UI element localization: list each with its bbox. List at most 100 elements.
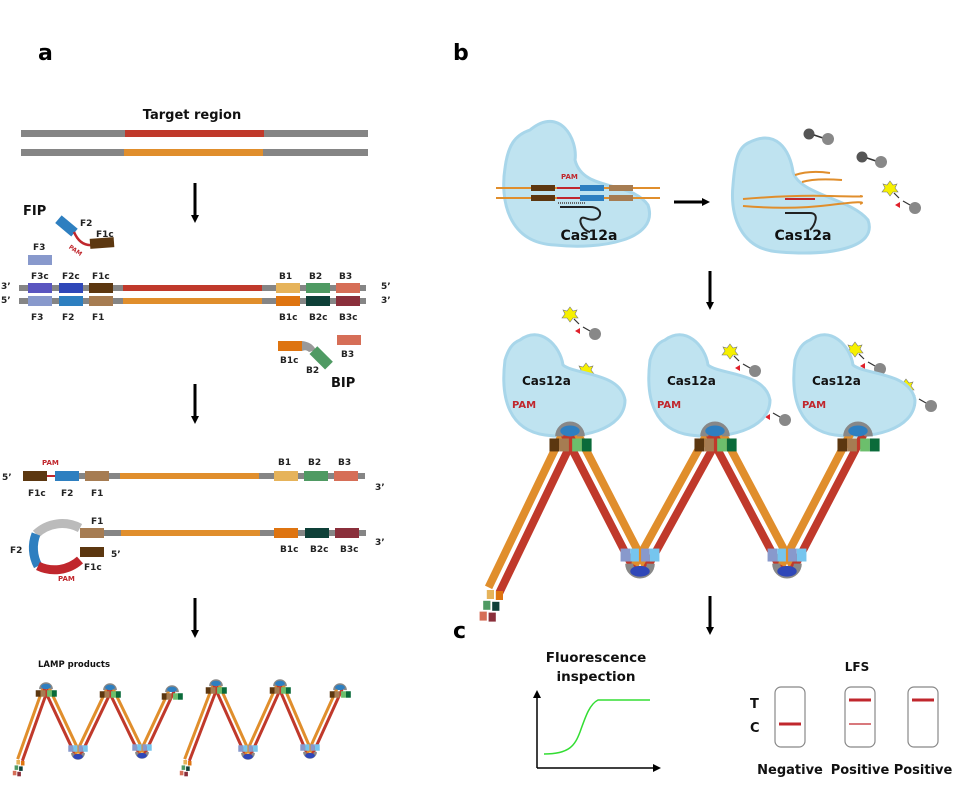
strand-red: [788, 432, 867, 573]
f1-block: [274, 687, 280, 694]
lamp-products-concatemers: [12, 679, 351, 777]
strand-red: [641, 432, 724, 573]
strand-red: [212, 684, 248, 757]
cleavage-site-icon: [575, 328, 580, 334]
b1-block: [274, 471, 298, 481]
bip-b2-block: [309, 346, 333, 370]
site-f2c: [59, 283, 83, 293]
cas12a-label: Cas12a: [667, 374, 716, 388]
cas12a-protein: [792, 333, 917, 438]
b1-block: [173, 693, 178, 700]
b2-block: [285, 687, 291, 694]
site-b3c: [336, 296, 360, 306]
fip-f2-label: F2: [80, 219, 92, 229]
site-b1c: [276, 296, 300, 306]
cleavage-site-icon: [860, 363, 865, 369]
bip-b3-block: [337, 335, 361, 345]
end-label: 5’: [1, 296, 11, 306]
quencher-icon: [875, 156, 887, 168]
pam-label: PAM: [561, 173, 578, 181]
reporter-linker: [772, 412, 781, 418]
f1c-block: [99, 691, 105, 698]
strand-red: [706, 432, 786, 573]
site-label: F1: [92, 313, 104, 323]
strand-orange: [306, 686, 340, 754]
loop-f2: [211, 680, 221, 687]
reporter-linker: [573, 318, 580, 325]
seg-label: B2: [308, 458, 321, 468]
target-top: [125, 130, 264, 137]
strand-orange: [484, 427, 569, 590]
target-bottom: [124, 149, 263, 156]
f2-block: [580, 185, 604, 191]
site-f2: [59, 296, 83, 306]
f1-block: [166, 693, 172, 700]
site-label: B3: [339, 272, 352, 282]
f3-block: [238, 745, 244, 752]
cas12a-protein: [502, 120, 652, 248]
bip-b2-label: B2: [306, 366, 319, 376]
site-f1c: [89, 283, 113, 293]
fluorophore-icon: [561, 306, 579, 323]
panel-label-b: b: [453, 41, 469, 66]
strand-orange: [631, 427, 714, 568]
reporter-linker: [918, 398, 927, 404]
fip-label: FIP: [23, 204, 46, 219]
b1-block: [572, 438, 582, 452]
lfs-strip: [774, 686, 806, 748]
f1c-block: [329, 691, 335, 698]
tail-block: [495, 591, 503, 600]
f3-block: [641, 548, 650, 562]
strand-orange: [74, 686, 110, 755]
tail-block: [179, 770, 184, 776]
loop-f2c: [73, 753, 83, 760]
quencher-fluorophore-icon: [856, 151, 868, 163]
end-label: 5’: [111, 550, 121, 560]
dumbbell-precursor: 5’ 3’ PAM F1c F2 F1 B1 B2 B3: [2, 458, 385, 499]
f1-block: [559, 438, 569, 452]
lfs-title: LFS: [845, 660, 870, 674]
tail-block: [17, 771, 21, 777]
cleavage-site-icon: [735, 365, 740, 371]
fip-pam-linker: [72, 231, 93, 247]
lfs-strip: [844, 686, 876, 748]
site-f3: [28, 296, 52, 306]
cas12a-label: Cas12a: [561, 228, 618, 244]
tail-block: [488, 612, 496, 622]
f1-block: [210, 687, 216, 694]
cas12a-label: Cas12a: [522, 374, 571, 388]
tail-block: [486, 590, 494, 599]
crrna: [560, 206, 601, 233]
seg-label: B3c: [340, 545, 358, 555]
b2-block: [726, 438, 737, 452]
primer-binding-dsdna: 3’ 5’ 5’ 3’ F3cF3F2cF2F1cF1B1B1cB2B2cB3B…: [1, 272, 391, 323]
pam-label: PAM: [512, 400, 536, 411]
strand-orange: [183, 682, 216, 760]
loop-f2: [275, 680, 285, 687]
quencher-fluorophore-icon: [803, 128, 815, 140]
f1c-block: [35, 690, 41, 697]
crrna: [785, 212, 817, 231]
end-label: 3’: [381, 296, 391, 306]
reporter-linker: [733, 355, 740, 362]
f1-block: [104, 691, 110, 698]
fip-pam-label: PAM: [67, 244, 83, 258]
cleavage-site-icon: [765, 414, 770, 420]
lamp-product-large: [479, 421, 880, 622]
target-bottom: [123, 298, 262, 304]
loop-f2c: [777, 565, 797, 577]
f2-block: [314, 744, 320, 751]
tail-block: [12, 770, 17, 776]
strand-orange: [244, 682, 280, 755]
strand-red: [78, 688, 114, 757]
pam-label: PAM: [802, 400, 826, 411]
fip-f2-block: [55, 215, 78, 237]
tail-block: [184, 771, 188, 777]
bip-primer: B1c B2 B3 BIP: [278, 335, 361, 391]
stem-loop-structure: F2 F1 F1c 5’ PAM B1c B2c B3c 3’: [10, 517, 385, 583]
f2-block: [305, 744, 310, 751]
f2-block: [796, 548, 807, 562]
b2-block: [869, 438, 880, 452]
b2-block: [345, 691, 351, 698]
